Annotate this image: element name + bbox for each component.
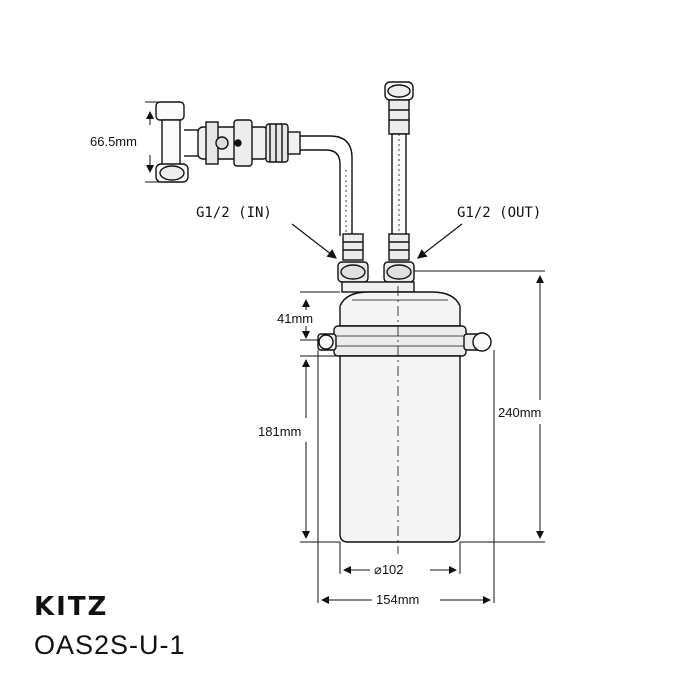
outlet-hose — [384, 81, 414, 237]
model-number: OAS2S-U-1 — [34, 630, 186, 660]
head-height-label: 41mm — [277, 311, 313, 326]
inlet-hose — [300, 135, 353, 236]
brand-logo: KITZ — [34, 592, 109, 622]
overall-width-label: 154mm — [376, 592, 419, 607]
body-height-label: 181mm — [258, 424, 301, 439]
leader-arrows — [291, 223, 463, 259]
hose-fittings — [337, 233, 415, 293]
filter-body — [339, 286, 461, 554]
body-diameter-label: ⌀102 — [374, 562, 404, 577]
valve-height-label: 66.5mm — [90, 134, 137, 149]
clamp-band — [317, 325, 492, 357]
dimension-lines — [145, 101, 545, 604]
total-height-label: 240mm — [498, 405, 541, 420]
inlet-connection-label: G1/2 (IN) — [196, 205, 272, 221]
valve-assembly — [155, 101, 301, 183]
filter-head — [339, 291, 461, 327]
outlet-connection-label: G1/2 (OUT) — [457, 205, 541, 221]
